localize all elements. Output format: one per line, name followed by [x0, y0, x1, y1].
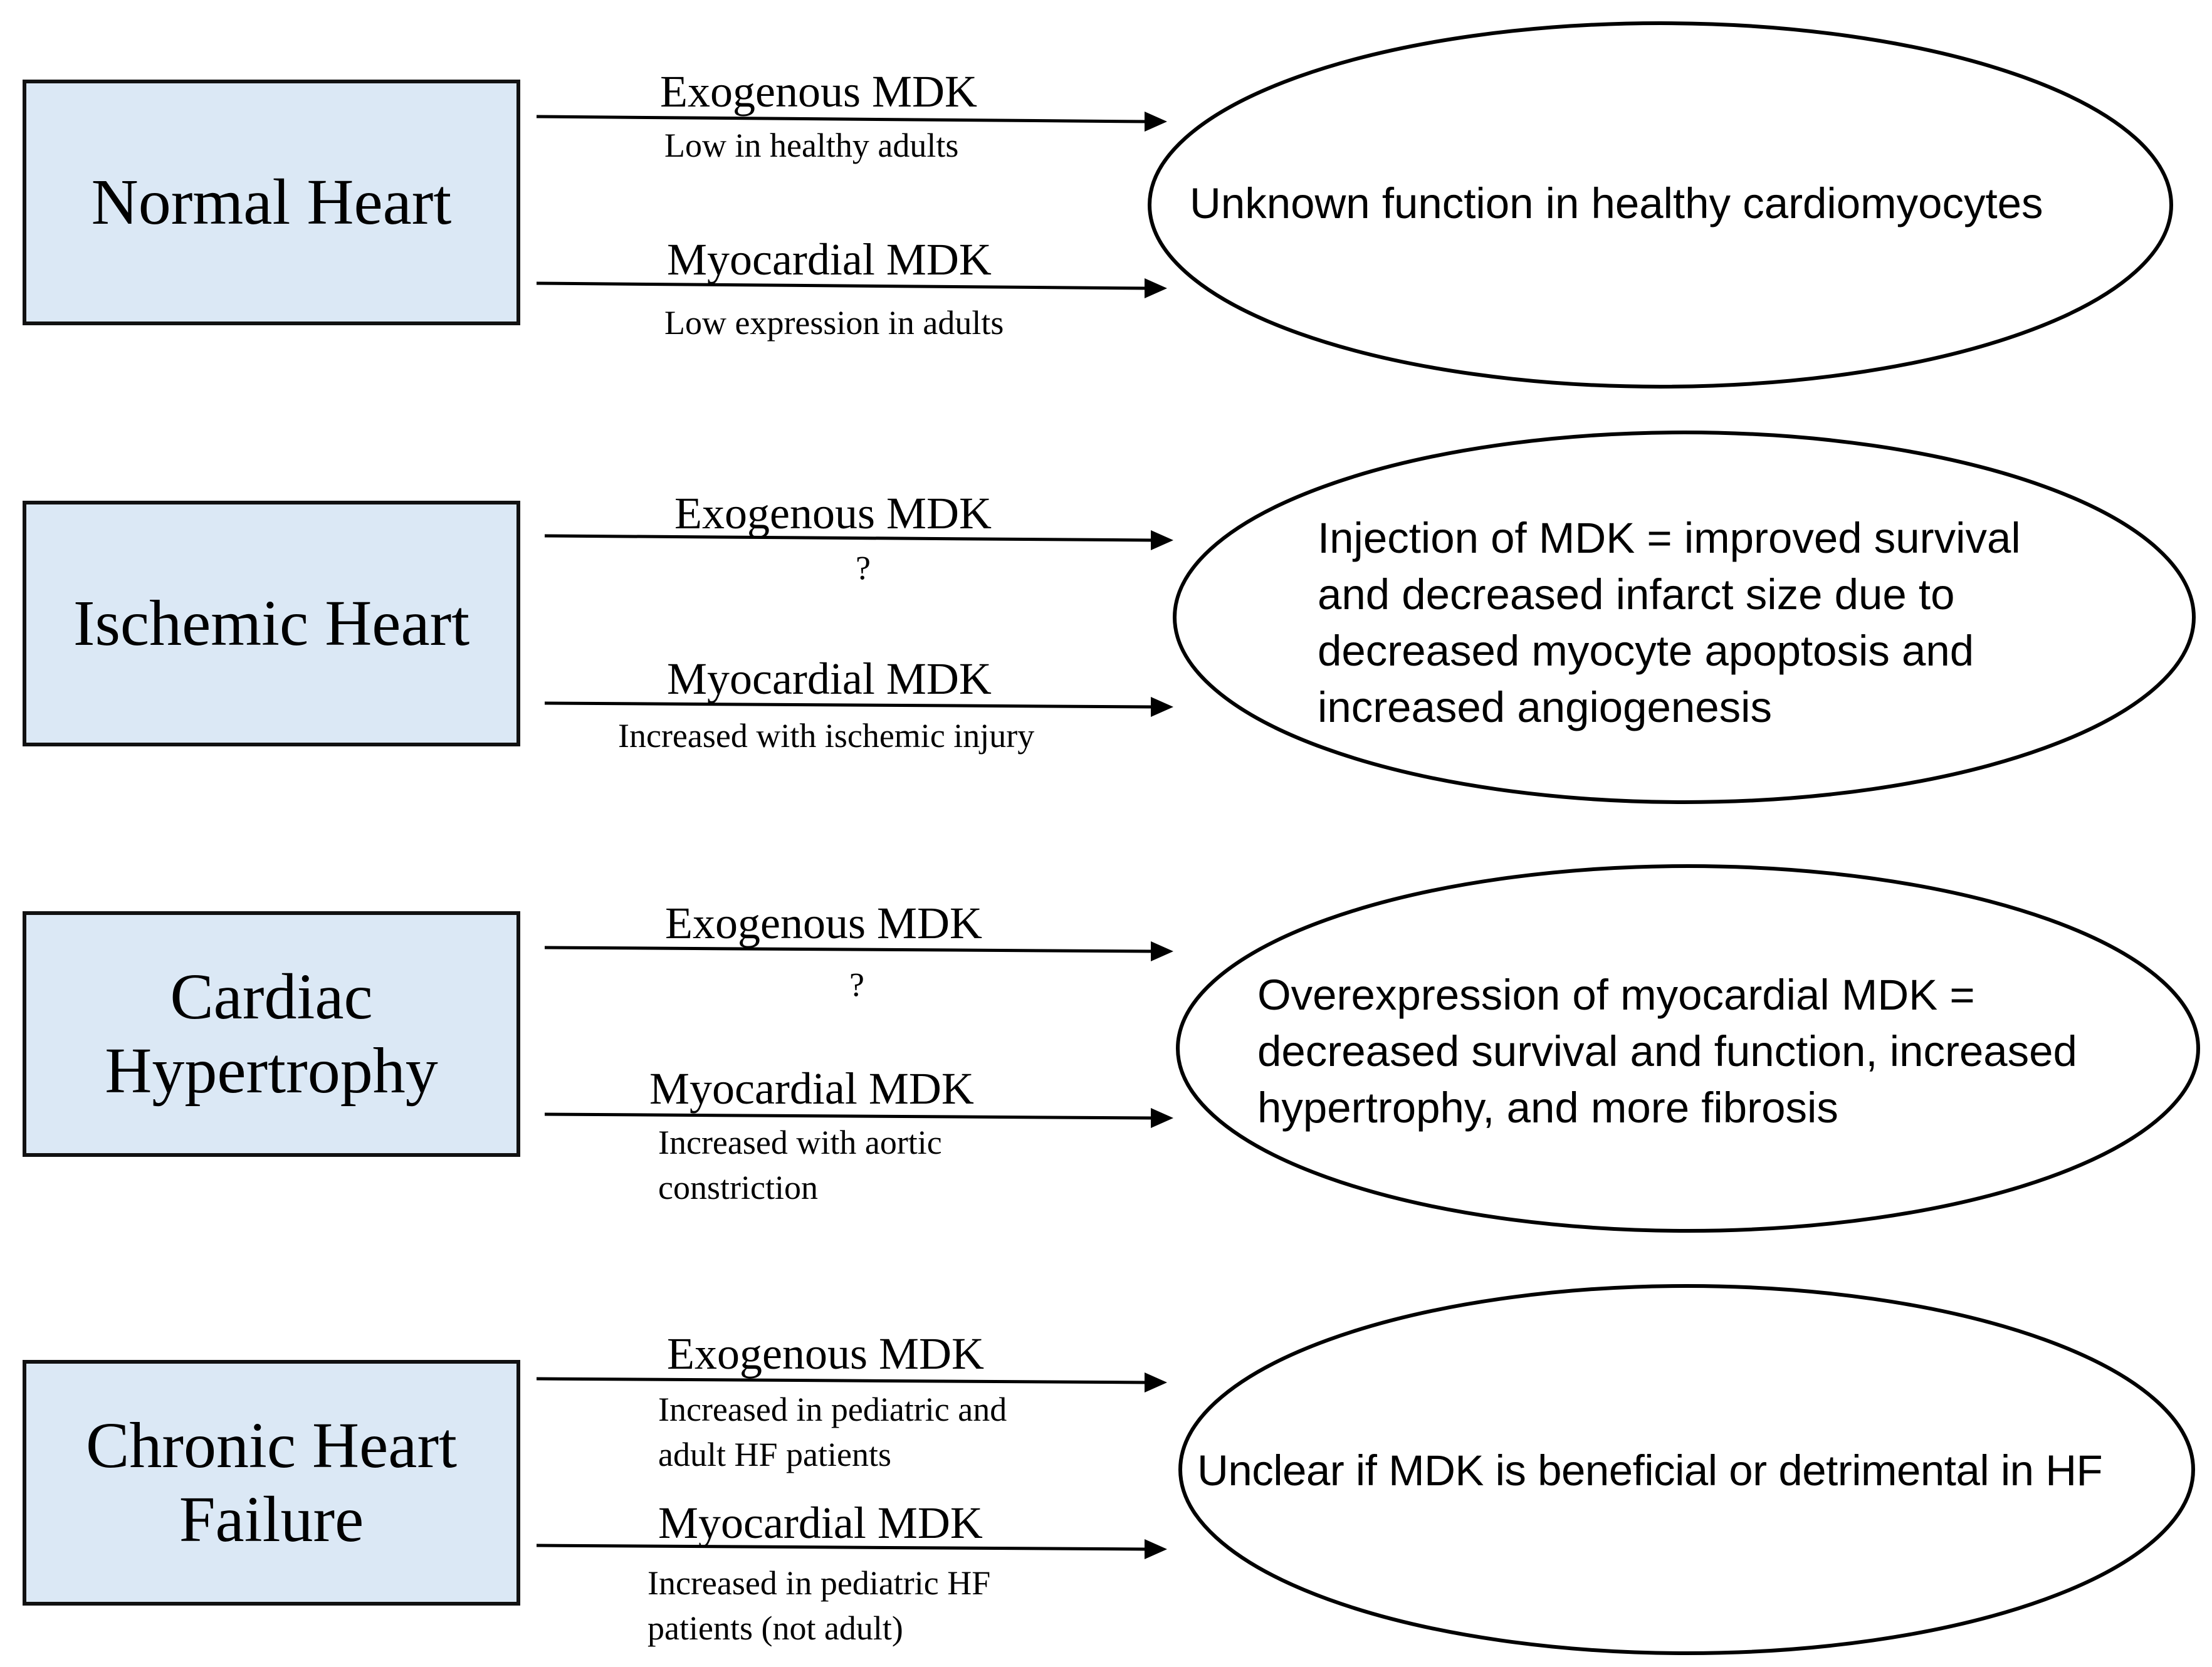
myocardial-label: Myocardial MDK: [667, 234, 992, 285]
arrow-myocardial-hypertrophy: [544, 1108, 1173, 1128]
outcome-ellipse-normal: [1148, 21, 2173, 389]
myocardial-note: Low expression in adults: [664, 304, 1004, 342]
outcome-ellipse-hypertrophy: [1176, 864, 2200, 1233]
outcome-ellipse-ischemic: [1173, 431, 2196, 804]
myocardial-label: Myocardial MDK: [667, 654, 992, 704]
myocardial-note: Increased with ischemic injury: [618, 717, 1035, 755]
box-cardiac-hypertrophy: Cardiac Hypertrophy: [23, 911, 520, 1157]
outcome-text: Injection of MDK = improved survival and…: [1318, 514, 2021, 731]
myocardial-note: Increased with aortic constriction: [658, 1124, 942, 1206]
exogenous-label: Exogenous MDK: [667, 1329, 984, 1379]
box-ischemic-heart: Ischemic Heart: [23, 501, 520, 746]
outcome-text: Unclear if MDK is beneficial or detrimen…: [1197, 1446, 2103, 1495]
exogenous-note: Low in healthy adults: [664, 127, 959, 164]
box-label: Cardiac Hypertrophy: [105, 961, 438, 1107]
exogenous-note: ?: [856, 549, 871, 587]
outcome-text: Unknown function in healthy cardiomyocyt…: [1190, 179, 2043, 227]
arrow-exogenous-heart-failure: [536, 1372, 1167, 1393]
myocardial-label: Myocardial MDK: [658, 1498, 983, 1548]
myocardial-label: Myocardial MDK: [649, 1063, 974, 1114]
arrow-myocardial-normal: [536, 278, 1167, 298]
arrow-exogenous-hypertrophy: [544, 941, 1173, 961]
arrow-exogenous-normal: [536, 112, 1167, 132]
box-normal-heart: Normal Heart: [23, 80, 520, 325]
exogenous-label: Exogenous MDK: [660, 66, 977, 117]
exogenous-label: Exogenous MDK: [665, 898, 982, 948]
arrow-myocardial-ischemic: [544, 697, 1173, 717]
outcome-text: Overexpression of myocardial MDK = decre…: [1257, 971, 2077, 1132]
arrow-myocardial-heart-failure: [536, 1539, 1167, 1559]
box-label: Ischemic Heart: [73, 587, 470, 659]
exogenous-note: ?: [849, 966, 864, 1003]
exogenous-note: Increased in pediatric and adult HF pati…: [658, 1391, 1007, 1473]
box-chronic-heart-failure: Chronic Heart Failure: [23, 1360, 520, 1606]
arrow-exogenous-ischemic: [544, 530, 1173, 550]
box-label: Chronic Heart Failure: [85, 1409, 457, 1555]
exogenous-label: Exogenous MDK: [674, 488, 992, 538]
myocardial-note: Increased in pediatric HF patients (not …: [647, 1564, 991, 1647]
outcome-ellipse-heart-failure: [1178, 1284, 2195, 1655]
box-label: Normal Heart: [91, 166, 452, 238]
